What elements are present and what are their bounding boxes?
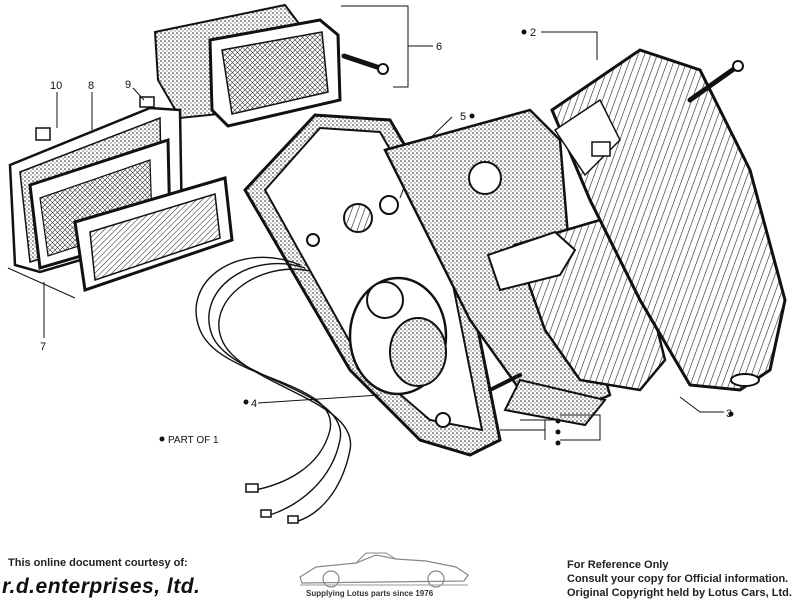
part-7-indicator-assembly [8,96,234,293]
wiring-leads [195,256,352,524]
leader-6 [341,5,433,88]
leader-9 [132,87,145,101]
footer-courtesy-block: This online document courtesy of: r.d.en… [2,557,228,599]
courtesy-text: This online document courtesy of: [8,557,188,569]
leader-4 [257,394,381,404]
part-6-indicator-assembly [153,3,389,128]
part-label-6: 6 [436,41,442,53]
screw-leaders [488,373,601,441]
footer-logo-block: Supplying Lotus parts since 1976 [296,549,472,599]
leader-3 [679,396,724,413]
part-of-legend: PART OF 1 [168,435,219,446]
part-label-4: 4 [251,398,257,410]
notice-line-2: Consult your copy for Official informati… [567,573,789,585]
reference-dots [159,29,734,446]
part-2-lens-cover [550,48,787,392]
part-label-3: 3 [726,408,732,420]
leader-7 [7,267,76,338]
notice-line-1: For Reference Only [567,559,669,571]
part-label-9: 9 [125,79,131,91]
leader-2 [541,31,598,60]
footer-notice-block: For Reference Only Consult your copy for… [567,558,799,600]
part-label-5: 5 [460,111,466,123]
part-label-8: 8 [88,80,94,92]
race-car-logo [299,552,469,588]
tagline-text: Supplying Lotus parts since 1976 [306,589,434,598]
part-label-10: 10 [50,80,62,92]
part-label-2: 2 [530,27,536,39]
part-label-7: 7 [40,341,46,353]
notice-line-3: Original Copyright held by Lotus Cars, L… [567,587,792,599]
company-name: r.d.enterprises, ltd. [2,575,201,598]
